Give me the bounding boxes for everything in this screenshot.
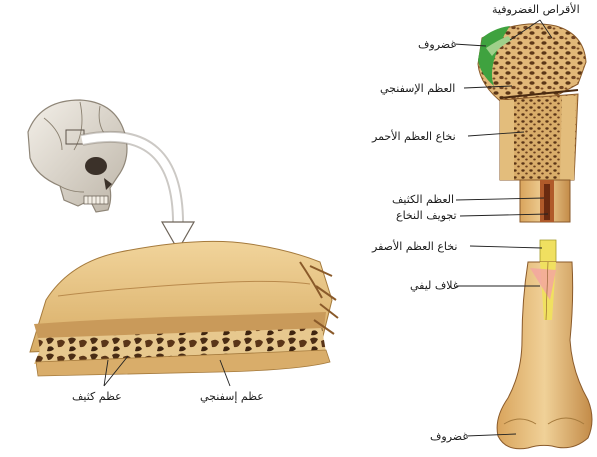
label-red-marrow: نخاع العظم الأحمر [372, 130, 456, 143]
label-fibrous-sheath: غلاف ليفي [410, 279, 459, 292]
label-cartilage-discs: الأقراص الغضروفية [492, 3, 580, 16]
femur-illustration [478, 24, 592, 449]
flat-bone-section [30, 241, 338, 376]
label-compact-bone-left: عظم كثيف [72, 390, 122, 403]
label-yellow-marrow: نخاع العظم الأصفر [372, 240, 457, 253]
label-spongy-bone-left: عظم إسفنجي [200, 390, 264, 403]
label-spongy-bone: العظم الإسفنجي [380, 82, 455, 95]
leader-yellow-marrow [470, 246, 542, 248]
label-marrow-cavity: تجويف النخاع [396, 209, 457, 222]
label-compact-bone: العظم الكثيف [392, 193, 454, 206]
skull-illustration [28, 100, 127, 212]
label-cartilage-top: غضروف [418, 38, 456, 51]
label-cartilage-bottom: غضروف [430, 430, 468, 443]
